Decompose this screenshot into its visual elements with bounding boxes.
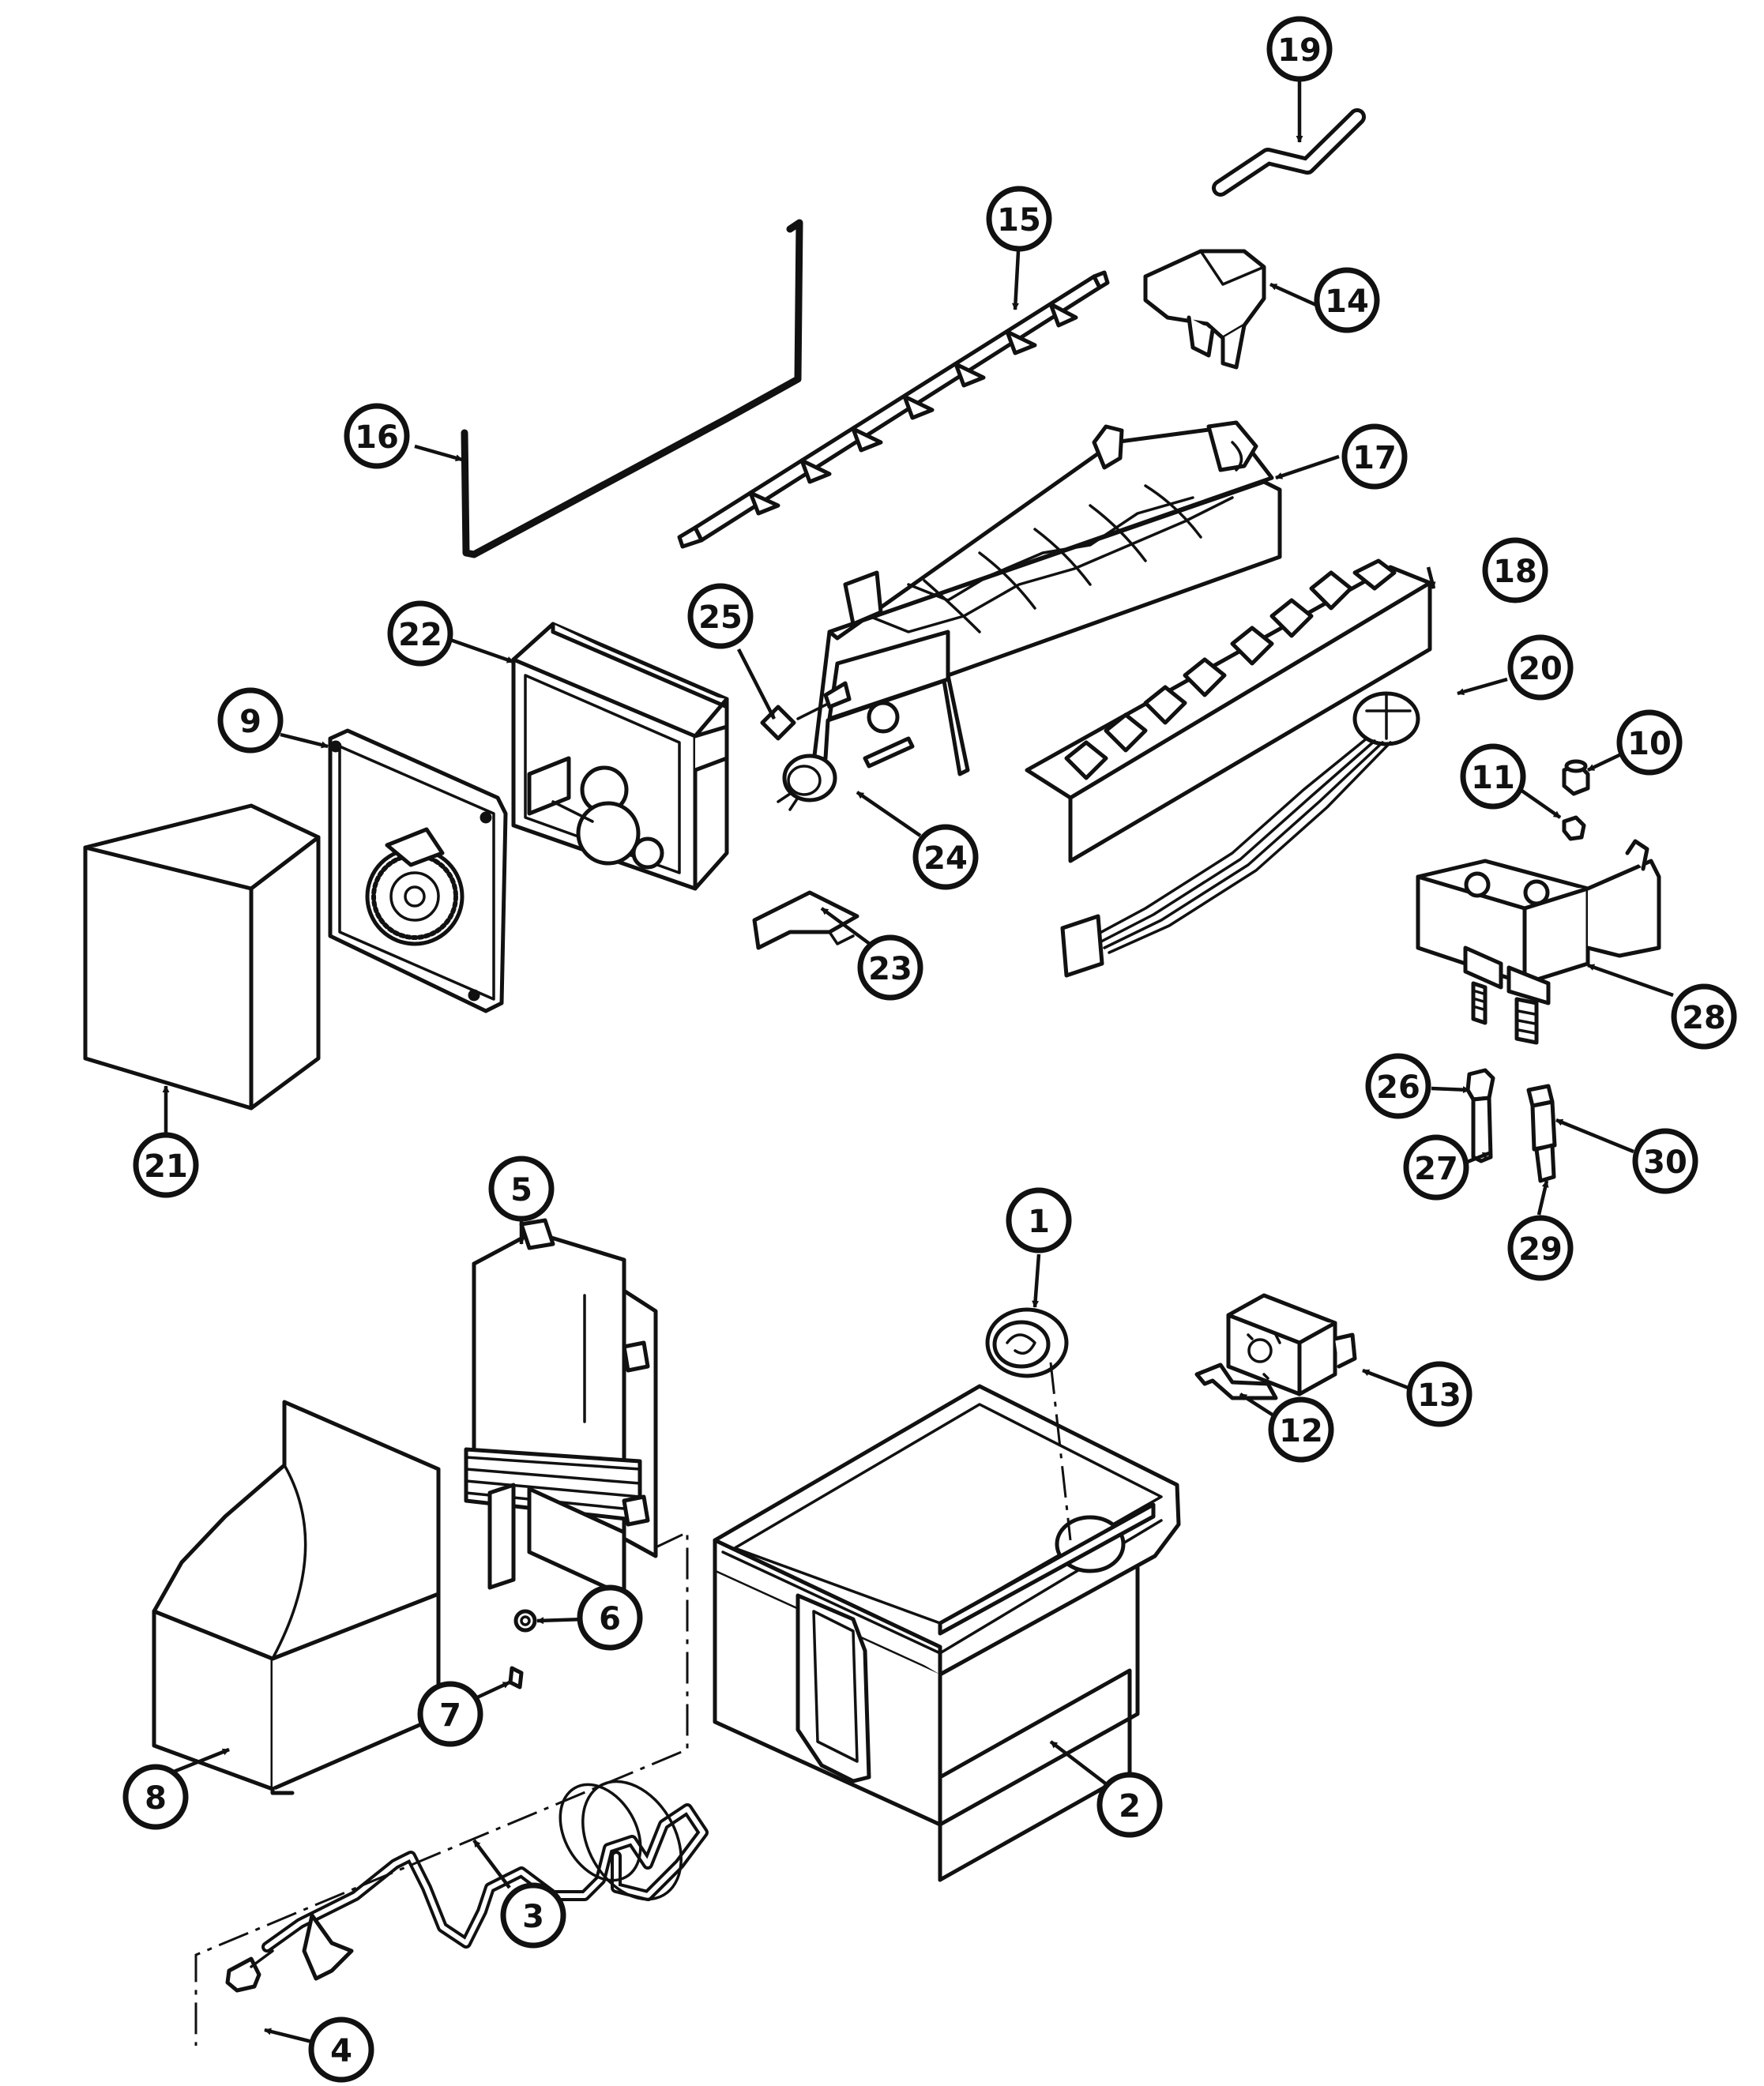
callout-16: 16	[344, 403, 410, 469]
callout-8: 8	[122, 1764, 189, 1830]
callouts: 1 2 3 4 5 6 7 8 9 10 11 12 13 14 15 16 1…	[122, 16, 1737, 2083]
ejector-part	[677, 270, 1110, 549]
svg-text:20: 20	[1518, 651, 1563, 687]
chute-cover-part	[152, 1400, 441, 1795]
callout-17: 17	[1341, 423, 1408, 490]
svg-text:7: 7	[439, 1697, 461, 1734]
svg-text:21: 21	[144, 1148, 188, 1185]
callout-12: 12	[1268, 1396, 1334, 1463]
nuts-group	[1562, 759, 1590, 841]
svg-text:1: 1	[1028, 1204, 1050, 1240]
callout-23: 23	[857, 934, 923, 1001]
fitting-tube-right	[1526, 1084, 1557, 1183]
drive-housing-part	[464, 1218, 658, 1598]
svg-text:17: 17	[1352, 440, 1397, 476]
front-cover-part	[83, 803, 321, 1111]
callout-19: 19	[1266, 16, 1333, 82]
svg-text:10: 10	[1627, 726, 1672, 762]
svg-text:13: 13	[1417, 1378, 1461, 1414]
callout-24: 24	[912, 824, 979, 890]
callout-26: 26	[1365, 1053, 1431, 1119]
svg-text:5: 5	[510, 1172, 532, 1208]
wire-harness-part	[1060, 691, 1420, 978]
leader-lines	[162, 81, 1674, 2048]
svg-text:23: 23	[868, 951, 912, 987]
callout-11: 11	[1460, 743, 1526, 810]
callout-15: 15	[986, 186, 1052, 252]
callout-1: 1	[1006, 1187, 1072, 1253]
svg-text:2: 2	[1119, 1788, 1141, 1825]
auger-part	[225, 1780, 709, 1993]
svg-text:6: 6	[599, 1601, 621, 1637]
svg-text:24: 24	[923, 840, 968, 877]
callout-5: 5	[488, 1156, 555, 1222]
callout-29: 29	[1507, 1215, 1574, 1281]
callout-13: 13	[1406, 1361, 1473, 1427]
svg-text:15: 15	[997, 202, 1041, 239]
small-parts-group	[752, 681, 915, 950]
ice-mold-part	[811, 420, 1282, 776]
shutoff-arm-part	[461, 219, 803, 558]
svg-text:30: 30	[1643, 1144, 1687, 1181]
svg-text:28: 28	[1682, 1000, 1726, 1036]
switch-part	[1226, 1293, 1357, 1396]
svg-text:4: 4	[330, 2033, 352, 2069]
ice-bucket-part	[713, 1384, 1181, 1882]
svg-text:14: 14	[1325, 284, 1369, 320]
callout-4: 4	[308, 2016, 374, 2083]
svg-text:8: 8	[145, 1780, 167, 1817]
callout-20: 20	[1507, 634, 1574, 701]
svg-text:26: 26	[1376, 1069, 1420, 1106]
svg-text:12: 12	[1279, 1413, 1323, 1449]
callout-28: 28	[1671, 983, 1737, 1050]
svg-text:29: 29	[1518, 1231, 1563, 1268]
callout-10: 10	[1616, 709, 1683, 776]
svg-text:16: 16	[355, 419, 399, 456]
svg-text:27: 27	[1414, 1151, 1458, 1187]
callout-30: 30	[1632, 1128, 1698, 1194]
fitting-tube-left	[1465, 1068, 1495, 1163]
callout-25: 25	[687, 583, 754, 649]
svg-text:9: 9	[239, 704, 261, 740]
mounting-plate-part	[328, 728, 508, 1013]
callout-22: 22	[387, 600, 453, 667]
callout-27: 27	[1403, 1134, 1469, 1201]
callout-3: 3	[500, 1882, 566, 1949]
motor-housing-part	[511, 622, 729, 891]
svg-text:11: 11	[1471, 760, 1515, 796]
lever-part	[1143, 249, 1266, 370]
callout-7: 7	[417, 1681, 483, 1747]
svg-text:22: 22	[398, 617, 442, 653]
svg-text:19: 19	[1277, 32, 1322, 69]
callout-18: 18	[1482, 537, 1548, 603]
callout-2: 2	[1096, 1772, 1163, 1838]
fill-tube-part	[1212, 108, 1366, 197]
callout-21: 21	[133, 1132, 199, 1198]
callout-9: 9	[217, 687, 284, 754]
alignment-lines	[194, 1362, 1072, 2046]
svg-text:3: 3	[522, 1899, 544, 1935]
callout-6: 6	[577, 1584, 643, 1651]
svg-text:18: 18	[1493, 554, 1537, 590]
bearing-part	[985, 1307, 1069, 1378]
bracket-12-part	[1194, 1362, 1278, 1400]
nut-pin-group	[508, 1609, 537, 1689]
water-valve-part	[1416, 839, 1661, 1045]
svg-text:25: 25	[698, 599, 743, 636]
callout-14: 14	[1314, 267, 1380, 333]
